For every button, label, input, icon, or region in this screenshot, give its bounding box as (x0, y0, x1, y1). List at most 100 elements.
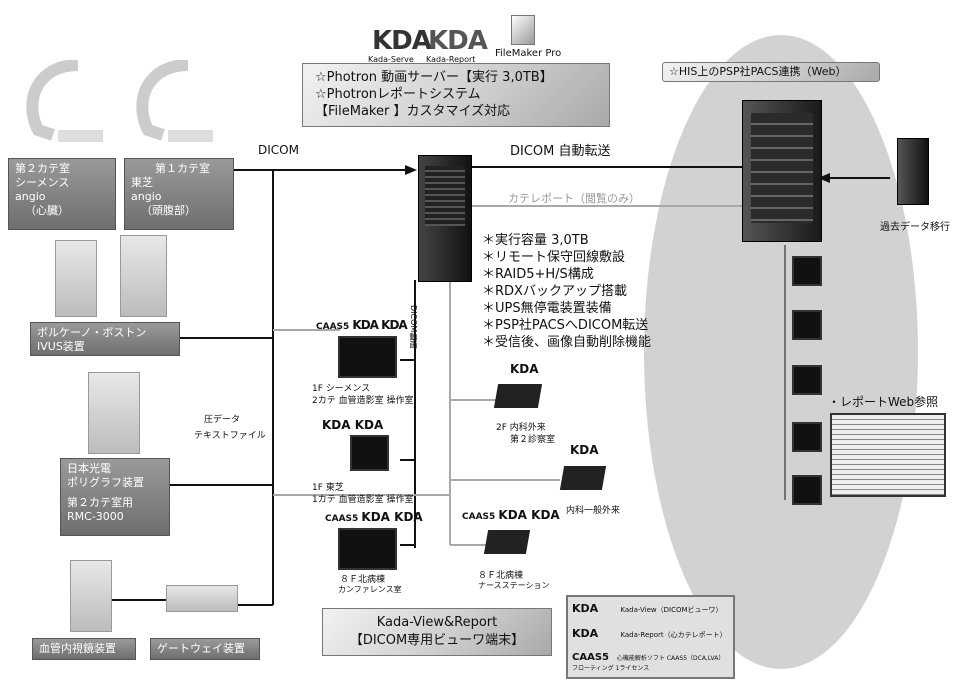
pacs-monitor-5 (792, 475, 822, 505)
pacs-monitor-4 (792, 422, 822, 452)
toshiba-line-4: （頭腹部） (141, 204, 196, 217)
toshiba-line-1: 第１カテ室 (155, 162, 210, 175)
terminal-3-monitor (338, 528, 397, 570)
terminal-logo-1: CAAS5 KDA KDA (316, 318, 408, 332)
laptop-3-label-2: ナースステーション (478, 581, 550, 590)
laptop-3-label-1: ８Ｆ北病棟 (478, 571, 524, 581)
laptop-3 (483, 530, 531, 554)
legend-box: KDA Kada-View（DICOMビューワ） KDA Kada-Report… (566, 595, 735, 679)
kada-report-caption: Kada-Report (426, 55, 476, 64)
legend-row-3: CAAS5 心機能解析ソフト CAAS5（DCA,LVA）フローティング 1ライ… (572, 652, 730, 672)
pacs-server-rack (742, 100, 822, 242)
volcano-line-1: ボルケーノ・ボストン (37, 326, 147, 339)
kada-view-report-box: Kada-View&Report 【DICOM専用ビューワ端末】 (322, 608, 552, 656)
toshiba-line-3: angio (131, 190, 162, 203)
endoscope-image (70, 560, 112, 632)
terminal-2-label-2: 1カテ 血管造影室 操作室 (312, 495, 414, 505)
legend-row-2: KDA Kada-Report（心カテレポート） (572, 627, 727, 640)
pressure-label-1: 圧データ (204, 415, 241, 425)
kada-serve-caption: Kada-Serve (368, 55, 414, 64)
legend-text-1: Kada-View（DICOMビューワ） (620, 606, 723, 614)
pacs-monitor-3 (792, 365, 822, 395)
legend-logo-3: CAAS5 (572, 652, 609, 663)
kada-report-logo: KDA (428, 26, 488, 56)
polygraph-line-2: ポリグラフ装置 (67, 476, 144, 489)
caas5-logo: CAAS5 (316, 322, 350, 332)
photron-line-3: 【FileMaker 】カスタマイズ対応 (315, 104, 511, 119)
pacs-monitor-1 (792, 256, 822, 286)
ivus-cart-image-1 (55, 240, 97, 317)
dicom-auto-label: DICOM 自動転送 (510, 144, 611, 159)
laptop-1-label-2: 第２診察室 (510, 435, 556, 445)
photron-server-tower (418, 155, 472, 282)
his-pacs-ellipse (644, 35, 918, 669)
terminal-logo-6: CAAS5 KDA KDA (462, 508, 560, 522)
report-web-label: ・レポートWeb参照 (828, 395, 939, 409)
legend-text-3: 心機能解析ソフト CAAS5（DCA,LVA）フローティング 1ライセンス (572, 655, 725, 672)
pressure-label-2: テキストファイル (194, 431, 266, 441)
feature-1: ＊実行容量 3,0TB (482, 233, 589, 248)
kada-serve-logo: KDA (372, 26, 432, 56)
volcano-ivus-box: ボルケーノ・ボストン IVUS装置 (30, 322, 180, 356)
dicom-vertical-label: DICOM動画 (409, 305, 418, 349)
endoscope-label: 血管内視鏡装置 (39, 642, 116, 655)
siemens-angio-image (18, 59, 108, 155)
terminal-2-label-1: 1F 東芝 (312, 483, 344, 493)
laptop-2-label: 内科一般外来 (566, 506, 621, 516)
his-title: ☆HIS上のPSP社PACS連携（Web） (669, 65, 847, 78)
feature-2: ＊リモート保守回線敷設 (482, 250, 626, 265)
siemens-line-3: angio (15, 190, 46, 203)
feature-5: ＊UPS無停電装置装備 (482, 301, 612, 316)
feature-4: ＊RDXバックアップ搭載 (482, 284, 627, 299)
legend-logo-2: KDA (572, 627, 599, 640)
pacs-monitor-2 (792, 310, 822, 340)
terminal-1-label-2: 2カテ 血管造影室 操作室 (312, 396, 414, 406)
past-data-label: 過去データ移行 (880, 222, 950, 233)
siemens-line-1: 第２カテ室 (15, 162, 70, 175)
dicom-label: DICOM (258, 143, 299, 157)
kada-footer-line-1: Kada-View&Report (376, 615, 498, 630)
terminal-2-monitor (350, 435, 389, 471)
server-feature-list: ＊実行容量 3,0TB ＊リモート保守回線敷設 ＊RAID5+H/S構成 ＊RD… (482, 232, 651, 351)
feature-3: ＊RAID5+H/S構成 (482, 267, 594, 282)
siemens-line-4: （心臓） (25, 204, 69, 217)
polygraph-image (88, 372, 140, 454)
laptop-1-label-1: 2F 内科外来 (496, 423, 546, 433)
report-web-screenshot (830, 413, 946, 497)
toshiba-line-2: 東芝 (131, 176, 153, 189)
endoscope-box: 血管内視鏡装置 (32, 638, 136, 660)
photron-server-box: ☆Photron 動画サーバー【実行 3,0TB】 ☆Photronレポートシス… (302, 63, 610, 127)
gateway-label: ゲートウェイ装置 (157, 642, 245, 655)
feature-6: ＊PSP社PACSへDICOM転送 (482, 318, 649, 333)
gateway-image (166, 585, 238, 612)
terminal-1-label-1: 1F シーメンス (312, 384, 371, 394)
terminal-logo-5: KDA (570, 443, 599, 457)
legend-text-2: Kada-Report（心カテレポート） (620, 631, 727, 639)
polygraph-line-4: 第２カテ室用 (67, 496, 133, 509)
gateway-box: ゲートウェイ装置 (150, 638, 260, 660)
kada-footer-line-2: 【DICOM専用ビューワ端末】 (349, 633, 525, 648)
his-title-box: ☆HIS上のPSP社PACS連携（Web） (662, 62, 880, 82)
ivus-cart-image-2 (120, 235, 167, 317)
terminal-1-monitor (338, 336, 397, 378)
legend-row-1: KDA Kada-View（DICOMビューワ） (572, 602, 723, 615)
filemaker-caption: FileMaker Pro (495, 48, 562, 59)
past-data-server (897, 138, 929, 205)
feature-7: ＊受信後、画像自動削除機能 (482, 335, 652, 350)
photron-line-1: ☆Photron 動画サーバー【実行 3,0TB】 (315, 70, 553, 85)
volcano-line-2: IVUS装置 (37, 340, 85, 353)
legend-logo-1: KDA (572, 602, 599, 615)
terminal-logo-2: KDA KDA (322, 418, 384, 432)
polygraph-line-5: RMC-3000 (67, 510, 124, 523)
filemaker-icon (511, 15, 535, 45)
toshiba-angio-box: 第１カテ室 東芝 angio （頭腹部） (124, 158, 234, 230)
report-view-label: カテレポート（閲覧のみ） (508, 192, 640, 205)
polygraph-line-1: 日本光電 (67, 462, 111, 475)
laptop-1 (493, 384, 543, 408)
laptop-2 (559, 466, 607, 490)
terminal-3-label-2: カンファレンス室 (338, 585, 402, 594)
siemens-line-2: シーメンス (15, 176, 70, 189)
terminal-3-label-1: ８Ｆ北病棟 (340, 575, 386, 585)
photron-line-2: ☆Photronレポートシステム (315, 87, 481, 102)
